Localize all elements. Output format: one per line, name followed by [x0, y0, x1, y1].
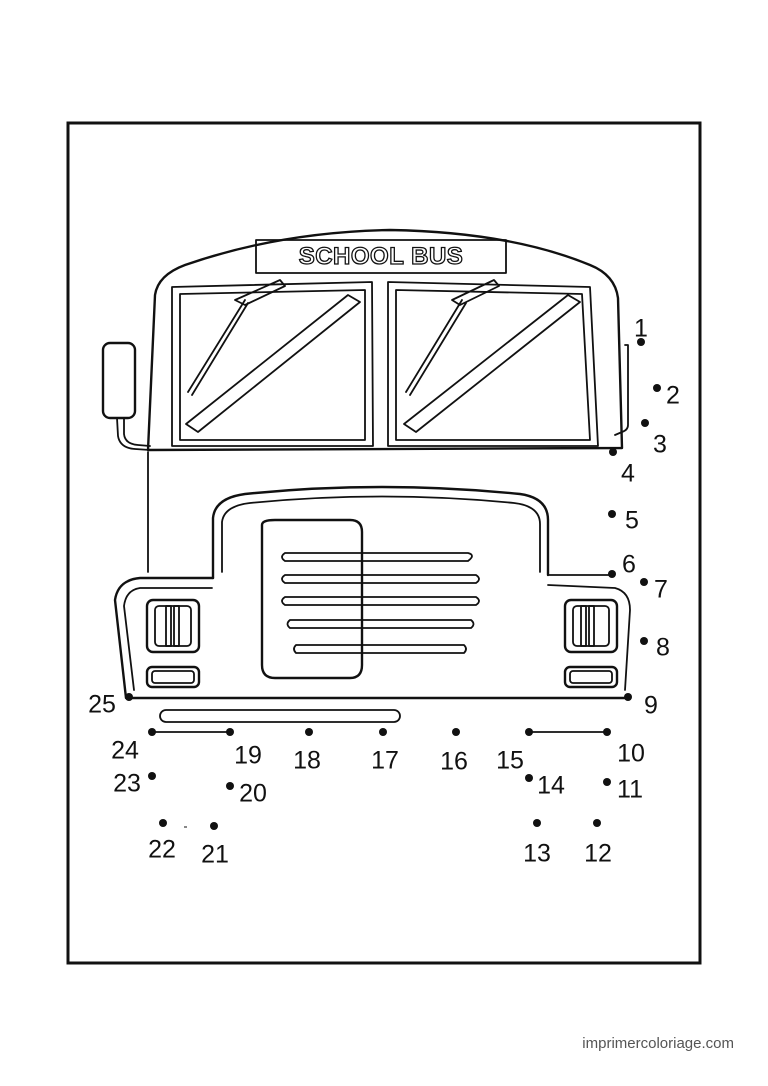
dot-15: 15: [496, 728, 533, 775]
dot-marker: [226, 728, 234, 736]
dot-marker: [525, 774, 533, 782]
dot-marker: [148, 772, 156, 780]
bus-title: SCHOOL BUS: [299, 243, 464, 270]
right-headlight: [563, 598, 619, 654]
dot-3: 3: [641, 419, 667, 459]
dot-number: 6: [622, 551, 636, 579]
dot-19: 19: [226, 728, 262, 770]
dot-13: 13: [523, 819, 551, 868]
dot-number: 14: [537, 772, 565, 800]
dot-number: 15: [496, 747, 524, 775]
dot-marker: [641, 419, 649, 427]
dot-17: 17: [371, 728, 399, 775]
dot-marker: [159, 819, 167, 827]
dot-23: 23: [113, 770, 156, 798]
dot-18: 18: [293, 728, 321, 775]
dot-16: 16: [440, 728, 468, 776]
dot-5: 5: [608, 507, 639, 535]
dot-number: 24: [111, 737, 139, 765]
dot-marker: [609, 448, 617, 456]
dot-points: 1234567891011121314151617181920212223242…: [88, 315, 680, 869]
dot-14: 14: [525, 772, 565, 800]
dot-number: 5: [625, 507, 639, 535]
dot-marker: [533, 819, 541, 827]
dot-marker: [593, 819, 601, 827]
dot-marker: [653, 384, 661, 392]
dot-marker: [226, 782, 234, 790]
dot-marker: [148, 728, 156, 736]
dot-marker: [305, 728, 313, 736]
dot-2: 2: [653, 382, 680, 410]
dot-22: 22: [148, 819, 176, 864]
dot-number: 4: [621, 460, 635, 488]
dot-marker: [640, 578, 648, 586]
dot-marker: [379, 728, 387, 736]
dot-number: 20: [239, 780, 267, 808]
dot-number: 16: [440, 748, 468, 776]
dot-marker: [603, 728, 611, 736]
left-headlight: [145, 598, 201, 654]
dot-number: 21: [201, 841, 229, 869]
dot-marker: [640, 637, 648, 645]
dot-number: 18: [293, 747, 321, 775]
dot-number: 12: [584, 840, 612, 868]
page-frame: [66, 121, 702, 965]
bumper: [159, 709, 401, 723]
dot-11: 11: [603, 776, 643, 804]
dot-9: 9: [624, 692, 658, 720]
dot-number: 10: [617, 740, 645, 768]
dot-21: 21: [201, 822, 229, 869]
dot-marker: [624, 693, 632, 701]
dot-1: 1: [634, 315, 648, 346]
dot-marker: [603, 778, 611, 786]
dot-marker: [452, 728, 460, 736]
dot-marker: [210, 822, 218, 830]
dot-marker: [608, 510, 616, 518]
dot-12: 12: [584, 819, 612, 868]
bus-illustration: SCHOOL BUS: [101, 228, 631, 733]
dot-marker: [125, 693, 133, 701]
dot-number: 1: [634, 315, 648, 343]
dot-10: 10: [603, 728, 645, 768]
dot-number: 2: [666, 382, 680, 410]
dot-marker: [637, 338, 645, 346]
dot-8: 8: [640, 634, 670, 662]
dot-25: 25: [88, 691, 133, 719]
dot-number: 22: [148, 836, 176, 864]
dot-number: 19: [234, 742, 262, 770]
dot-number: 9: [644, 692, 658, 720]
dot-20: 20: [226, 780, 267, 808]
site-credit: imprimercoloriage.com: [582, 1035, 734, 1052]
dot-number: 25: [88, 691, 116, 719]
dot-number: 13: [523, 840, 551, 868]
dot-marker: [525, 728, 533, 736]
destination-sign: [255, 239, 507, 274]
dot-4: 4: [609, 448, 635, 488]
side-mirror: [101, 341, 137, 420]
dot-7: 7: [640, 576, 668, 604]
dot-24: 24: [111, 728, 156, 765]
dot-number: 23: [113, 770, 141, 798]
dot-number: 11: [617, 776, 643, 804]
dot-marker: [608, 570, 616, 578]
dot-number: 17: [371, 747, 399, 775]
dot-6: 6: [608, 551, 636, 579]
dot-number: 3: [653, 431, 667, 459]
grille: [281, 552, 480, 654]
dot-number: 8: [656, 634, 670, 662]
dot-number: 7: [654, 576, 668, 604]
